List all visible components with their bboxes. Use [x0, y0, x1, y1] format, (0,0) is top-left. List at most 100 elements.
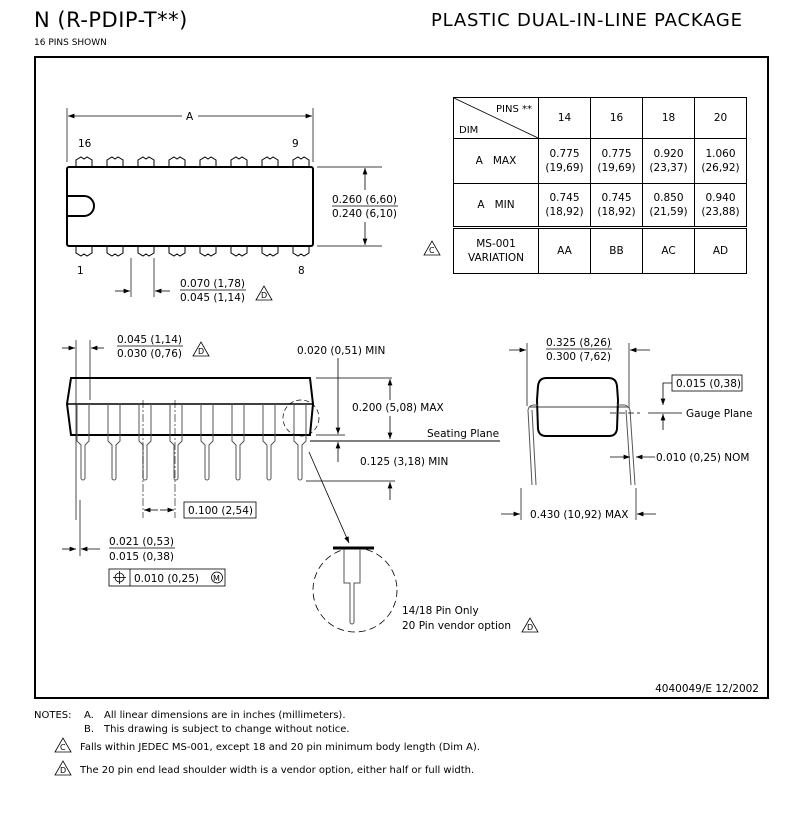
- pin-tab: [137, 156, 155, 167]
- pins-shown-label: 16 PINS SHOWN: [34, 38, 107, 48]
- pin-label-16: 16: [78, 138, 92, 150]
- pin-tab: [199, 246, 217, 257]
- detail-note-line2: 20 Pin vendor option: [402, 620, 511, 632]
- pin-tab: [75, 246, 93, 257]
- detail-callout-circle: [282, 399, 320, 437]
- lead-thickness: 0.010 (0,25) NOM: [656, 452, 750, 464]
- side-lead: [107, 404, 121, 481]
- end-view: 0.325 (8,26) 0.300 (7,62) 0.015 (0,38) G…: [501, 337, 753, 521]
- pin-tab: [75, 156, 93, 167]
- lead-width-min: 0.015 (0,38): [109, 551, 174, 563]
- pin-label-9: 9: [292, 138, 299, 150]
- shoulder-min: 0.045 (1,14): [180, 292, 245, 304]
- pin-tab: [199, 156, 217, 167]
- svg-text:C: C: [60, 743, 66, 752]
- note-c: Falls within JEDEC MS-001, except 18 and…: [80, 742, 480, 753]
- pin-tab: [106, 246, 124, 257]
- body-side-outline: [65, 377, 315, 436]
- note-d: The 20 pin end lead shoulder width is a …: [80, 765, 475, 776]
- width-max: 0.260 (6,60): [332, 194, 397, 206]
- standoff-label: 0.020 (0,51) MIN: [297, 345, 385, 357]
- package-name: PLASTIC DUAL-IN-LINE PACKAGE: [431, 10, 743, 31]
- top-pin-tabs: [75, 156, 310, 167]
- position-tolerance-box: [108, 568, 226, 587]
- dimension-table: PINS ** DIM 14 16 18 20 A MAX 0.775(19,6…: [453, 97, 747, 274]
- pin-tab: [230, 156, 248, 167]
- svg-text:D: D: [527, 623, 533, 632]
- overall-width-max: 0.430 (10,92) MAX: [530, 509, 628, 521]
- pin-tab: [292, 246, 310, 257]
- svg-text:M: M: [213, 574, 220, 583]
- side-lead: [200, 404, 214, 481]
- note-flag-c-icon: C: [423, 240, 441, 256]
- pin1-notch: [67, 195, 95, 217]
- note-marker-b: B.: [84, 724, 95, 735]
- mmc-symbol-icon: M: [211, 571, 223, 584]
- svg-text:D: D: [261, 291, 267, 300]
- width-min: 0.240 (6,10): [332, 208, 397, 220]
- pin-tab: [168, 246, 186, 257]
- pin-count-18: 18: [642, 97, 695, 139]
- drawing-id: 4040049/E 12/2002: [655, 683, 759, 695]
- side-lead: [262, 404, 276, 481]
- side-leads: [76, 404, 307, 481]
- note-marker-a: A.: [84, 710, 94, 721]
- shoulder-max: 0.070 (1,78): [180, 278, 245, 290]
- pin-tab: [261, 156, 279, 167]
- drawing-frame: [34, 56, 769, 699]
- detail-circle: [312, 547, 398, 633]
- pin-tab: [292, 156, 310, 167]
- dim-a-label: A: [186, 111, 194, 123]
- notes-heading: NOTES:: [34, 710, 72, 721]
- note-d-flag-icon: D: [54, 760, 72, 776]
- package-code: N (R-PDIP-T**): [34, 8, 188, 32]
- pin-count-16: 16: [590, 97, 643, 139]
- row-spacing-min: 0.300 (7,62): [546, 351, 611, 363]
- pin-tab: [106, 156, 124, 167]
- row-spacing-max: 0.325 (8,26): [546, 337, 611, 349]
- row-label: A MIN: [453, 183, 539, 228]
- top-view: A 16 9 1 8 0.260 (6,60) 0.240 (6,10) 0.0…: [66, 108, 441, 304]
- svg-text:D: D: [60, 766, 66, 775]
- lead-length: 0.125 (3,18) MIN: [360, 456, 448, 468]
- pin-tab: [230, 246, 248, 257]
- pitch-label: 0.100 (2,54): [188, 505, 253, 517]
- svg-text:DIM: DIM: [459, 125, 478, 136]
- side-view: 0.045 (1,14) 0.030 (0,76) D 0.020 (0,51)…: [62, 334, 539, 633]
- pin-label-1: 1: [77, 265, 84, 277]
- pin-tab: [168, 156, 186, 167]
- row-label: A MAX: [453, 138, 539, 184]
- height-max: 0.200 (5,08) MAX: [352, 402, 444, 414]
- note-flag-d-icon: D: [255, 285, 273, 301]
- side-lead: [138, 404, 152, 481]
- note-c-flag-icon: C: [54, 737, 72, 753]
- side-lead: [293, 404, 307, 481]
- table-row-a-min: A MIN 0.745(18,92) 0.745(18,92) 0.850(21…: [453, 183, 747, 228]
- pin-count-14: 14: [538, 97, 591, 139]
- note-b: This drawing is subject to change withou…: [104, 724, 350, 735]
- pin-label-8: 8: [298, 265, 305, 277]
- pin-tab: [137, 246, 155, 257]
- note-a: All linear dimensions are in inches (mil…: [104, 710, 346, 721]
- bottom-pin-tabs: [75, 246, 310, 257]
- position-symbol-icon: [113, 571, 126, 584]
- note-flag-d-icon: D: [521, 617, 539, 633]
- body-end-outline: [535, 377, 620, 437]
- corner-cell: PINS ** DIM: [453, 97, 539, 139]
- pin-count-20: 20: [694, 97, 747, 139]
- svg-text:PINS **: PINS **: [496, 104, 532, 115]
- pin-tab: [261, 246, 279, 257]
- table-row-a-max: A MAX 0.775(19,69) 0.775(19,69) 0.920(23…: [453, 138, 747, 184]
- gauge-offset: 0.015 (0,38): [676, 378, 741, 390]
- svg-text:D: D: [198, 347, 204, 356]
- position-tolerance: 0.010 (0,25): [134, 573, 199, 585]
- seating-plane-label: Seating Plane: [427, 428, 499, 440]
- end-lead-max: 0.045 (1,14): [117, 334, 182, 346]
- lead-width-max: 0.021 (0,53): [109, 536, 174, 548]
- pitch-box: [183, 501, 257, 519]
- body-outline: [66, 166, 314, 247]
- end-lead-min: 0.030 (0,76): [117, 348, 182, 360]
